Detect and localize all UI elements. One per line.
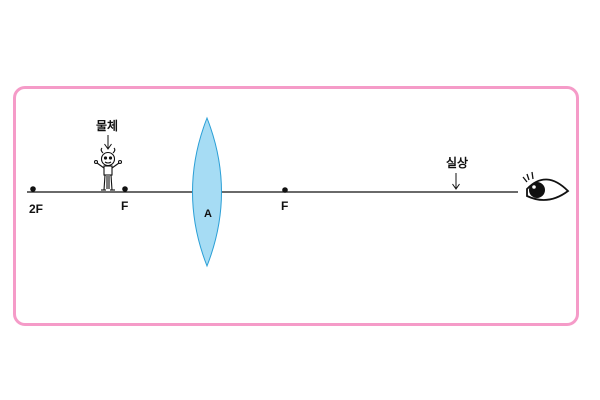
f-left-label: F [121, 199, 128, 213]
lens-label: A [204, 208, 212, 220]
stick-figure-icon [93, 147, 123, 191]
f-right-point [282, 187, 288, 193]
two-f-left-point [30, 186, 36, 192]
eye-icon [522, 171, 570, 201]
object-label: 물체 [96, 118, 118, 133]
f-left-point [122, 186, 128, 192]
diagram-frame [13, 86, 579, 326]
f-right-label: F [281, 199, 288, 213]
two-f-left-label: 2F [29, 202, 43, 216]
image-arrow [452, 173, 460, 190]
object-arrow [104, 135, 112, 150]
convex-lens [192, 116, 222, 268]
image-label: 실상 [446, 155, 468, 170]
